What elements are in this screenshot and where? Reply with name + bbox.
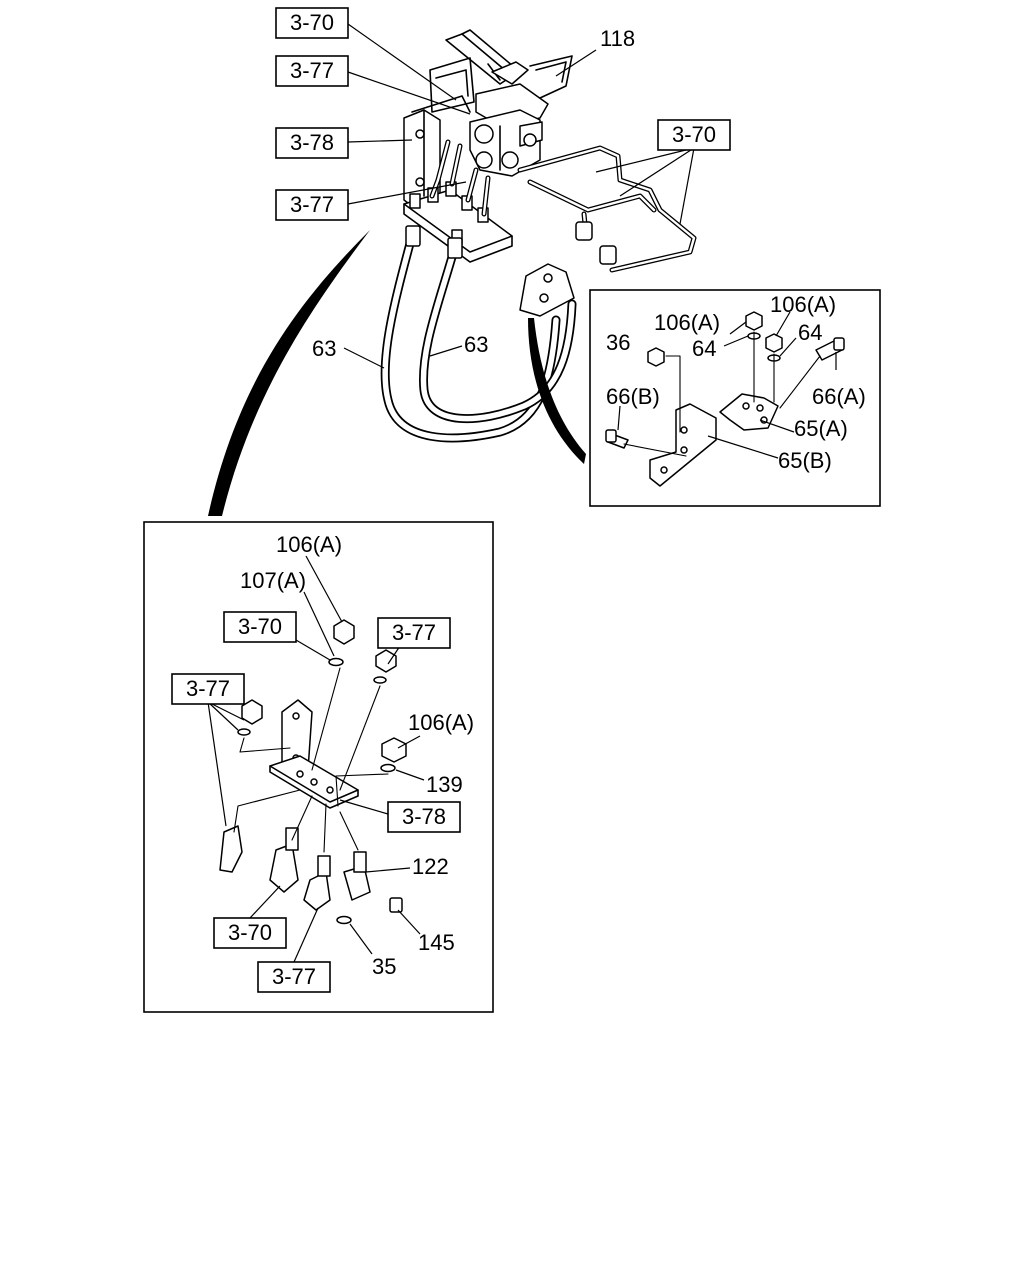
ref-3-70-top: 3-70 bbox=[275, 7, 349, 39]
part-118-label: 118 bbox=[600, 26, 635, 51]
part-65b-label: 65(B) bbox=[778, 448, 832, 473]
ref-3-78-label: 3-78 bbox=[402, 804, 446, 829]
ref-3-78-top: 3-78 bbox=[275, 127, 349, 159]
ref-3-70-right: 3-70 bbox=[657, 119, 731, 151]
bracket-65b bbox=[649, 403, 717, 487]
ref-3-70-right-label: 3-70 bbox=[672, 122, 716, 147]
nut-106a-mid bbox=[381, 737, 407, 763]
ref-3-77-c-label: 3-77 bbox=[272, 964, 316, 989]
ref-3-78-top-label: 3-78 bbox=[290, 130, 334, 155]
nut-3-77-a bbox=[375, 649, 397, 673]
part-65a-label: 65(A) bbox=[794, 416, 848, 441]
ref-3-78: 3-78 bbox=[387, 801, 461, 833]
washer-107a bbox=[328, 657, 344, 667]
ref-3-70-a-label: 3-70 bbox=[238, 614, 282, 639]
part-66a-label: 66(A) bbox=[812, 384, 866, 409]
ref-3-77-b-label: 3-77 bbox=[186, 676, 230, 701]
nut-3-77-b bbox=[241, 699, 263, 725]
part-36-label: 36 bbox=[606, 330, 630, 355]
part-145-label: 145 bbox=[418, 930, 455, 955]
ref-3-70-b-label: 3-70 bbox=[228, 920, 272, 945]
ref-3-77-a-label: 3-77 bbox=[392, 620, 436, 645]
part-106a-top-label: 106(A) bbox=[276, 532, 342, 557]
ref-3-77-b: 3-77 bbox=[171, 673, 245, 705]
fitting-3-70 bbox=[269, 843, 299, 893]
nut-106a-right bbox=[765, 333, 783, 353]
part-122-label: 122 bbox=[412, 854, 449, 879]
fitting-left bbox=[219, 825, 243, 873]
nut-106a-top bbox=[333, 619, 355, 645]
detail-pointer-left bbox=[208, 230, 370, 516]
ref-3-77-a: 3-77 bbox=[377, 617, 451, 649]
part-64-left-label: 64 bbox=[692, 336, 716, 361]
hose-63 bbox=[380, 225, 577, 443]
nut-36 bbox=[647, 347, 665, 367]
right-pipes bbox=[517, 145, 697, 273]
hose-63-right-label: 63 bbox=[464, 332, 488, 357]
ref-3-77-top: 3-77 bbox=[275, 55, 349, 87]
washer-3-77-a bbox=[373, 676, 387, 684]
nut-106a-left bbox=[745, 311, 763, 331]
washer-35 bbox=[336, 915, 352, 925]
ref-3-77-mid: 3-77 bbox=[275, 189, 349, 221]
washer-139 bbox=[380, 763, 396, 773]
part-106a-right-label: 106(A) bbox=[770, 292, 836, 317]
ref-3-77-top-label: 3-77 bbox=[290, 58, 334, 83]
fitting-3-77 bbox=[303, 871, 331, 911]
pedal-lever-118 bbox=[445, 29, 573, 99]
detail-fittings: 106(A) 107(A) 3-70 3-77 3-77 106(A) 139 … bbox=[143, 521, 494, 1013]
detail-pointer-right bbox=[528, 318, 586, 464]
part-139-label: 139 bbox=[426, 772, 463, 797]
ref-3-77-c: 3-77 bbox=[257, 961, 331, 993]
part-106a-mid-label: 106(A) bbox=[408, 710, 474, 735]
part-35-label: 35 bbox=[372, 954, 396, 979]
part-107a-label: 107(A) bbox=[240, 568, 306, 593]
detail-bracket: 106(A) 106(A) 36 64 64 66(A) 66(B) 65(A)… bbox=[589, 289, 881, 507]
brake-valve bbox=[469, 83, 549, 177]
part-64-right-label: 64 bbox=[798, 320, 822, 345]
hose-63-left-label: 63 bbox=[312, 336, 336, 361]
ref-3-70-b: 3-70 bbox=[213, 917, 287, 949]
vertical-bracket bbox=[403, 109, 441, 213]
part-66b-label: 66(B) bbox=[606, 384, 660, 409]
bracket-65a bbox=[719, 393, 779, 431]
washer-3-77-b bbox=[237, 728, 251, 736]
plug-145 bbox=[389, 897, 403, 913]
part-106a-left-label: 106(A) bbox=[654, 310, 720, 335]
main-assembly: 3-70 3-77 3-78 3-77 3-70 118 63 63 bbox=[208, 7, 731, 516]
ref-3-77-mid-label: 3-77 bbox=[290, 192, 334, 217]
ref-3-70-a: 3-70 bbox=[223, 611, 297, 643]
ref-3-70-top-label: 3-70 bbox=[290, 10, 334, 35]
